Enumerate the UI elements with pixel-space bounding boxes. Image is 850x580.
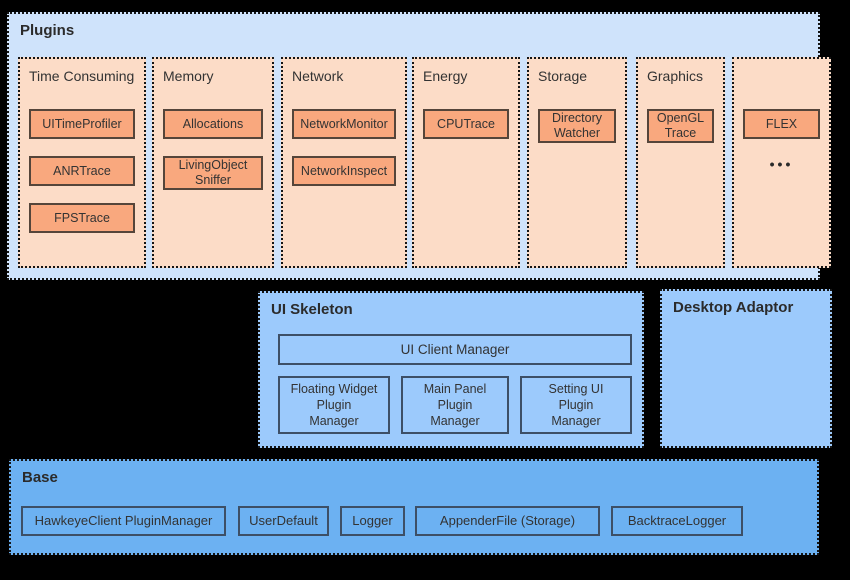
floating-widget-plugin-manager-node: Floating Widget Plugin Manager: [278, 376, 390, 434]
column-title: [743, 67, 820, 85]
plugin-node-networkmonitor: NetworkMonitor: [292, 109, 396, 139]
column-title: Time Consuming: [29, 68, 135, 84]
userdefault-node: UserDefault: [238, 506, 329, 536]
plugin-column-graphics: Graphics OpenGL Trace: [636, 57, 725, 268]
more-plugins-ellipsis: •••: [769, 156, 794, 172]
desktop-adaptor-title: Desktop Adaptor: [673, 299, 794, 316]
ui-skeleton-title: UI Skeleton: [271, 301, 353, 318]
column-title: Memory: [163, 68, 214, 84]
plugin-column-memory: Memory Allocations LivingObject Sniffer: [152, 57, 274, 268]
setting-ui-plugin-manager-node: Setting UI Plugin Manager: [520, 376, 632, 434]
main-panel-plugin-manager-node: Main Panel Plugin Manager: [401, 376, 509, 434]
plugin-column-time-consuming: Time Consuming UITimeProfiler ANRTrace F…: [18, 57, 146, 268]
plugin-node-opengl-trace: OpenGL Trace: [647, 109, 714, 143]
ui-skeleton-container: UI Skeleton UI Client Manager Floating W…: [258, 291, 644, 448]
column-title: Graphics: [647, 68, 704, 84]
plugin-node-cputrace: CPUTrace: [423, 109, 509, 139]
base-container: Base HawkeyeClient PluginManager UserDef…: [9, 459, 819, 555]
column-title: Network: [292, 68, 344, 84]
hawkeyeclient-pluginmanager-node: HawkeyeClient PluginManager: [21, 506, 226, 536]
plugin-node-allocations: Allocations: [163, 109, 263, 139]
plugin-node-uitimeprofiler: UITimeProfiler: [29, 109, 135, 139]
plugin-column-other: FLEX •••: [732, 57, 831, 268]
plugin-node-livingobject-sniffer: LivingObject Sniffer: [163, 156, 263, 190]
plugin-column-energy: Energy CPUTrace: [412, 57, 520, 268]
plugin-column-network: Network NetworkMonitor NetworkInspect: [281, 57, 407, 268]
plugin-node-anrtrace: ANRTrace: [29, 156, 135, 186]
backtracelogger-node: BacktraceLogger: [611, 506, 743, 536]
base-title: Base: [22, 469, 58, 486]
plugin-node-directory-watcher: Directory Watcher: [538, 109, 616, 143]
plugin-node-flex: FLEX: [743, 109, 820, 139]
plugins-title: Plugins: [20, 22, 75, 39]
plugin-node-fpstrace: FPSTrace: [29, 203, 135, 233]
appenderfile-storage-node: AppenderFile (Storage): [415, 506, 600, 536]
column-title: Energy: [423, 68, 468, 84]
ui-client-manager-node: UI Client Manager: [278, 334, 632, 365]
column-title: Storage: [538, 68, 588, 84]
plugin-column-storage: Storage Directory Watcher: [527, 57, 627, 268]
desktop-adaptor-container: Desktop Adaptor: [660, 289, 832, 448]
plugin-node-networkinspect: NetworkInspect: [292, 156, 396, 186]
logger-node: Logger: [340, 506, 405, 536]
